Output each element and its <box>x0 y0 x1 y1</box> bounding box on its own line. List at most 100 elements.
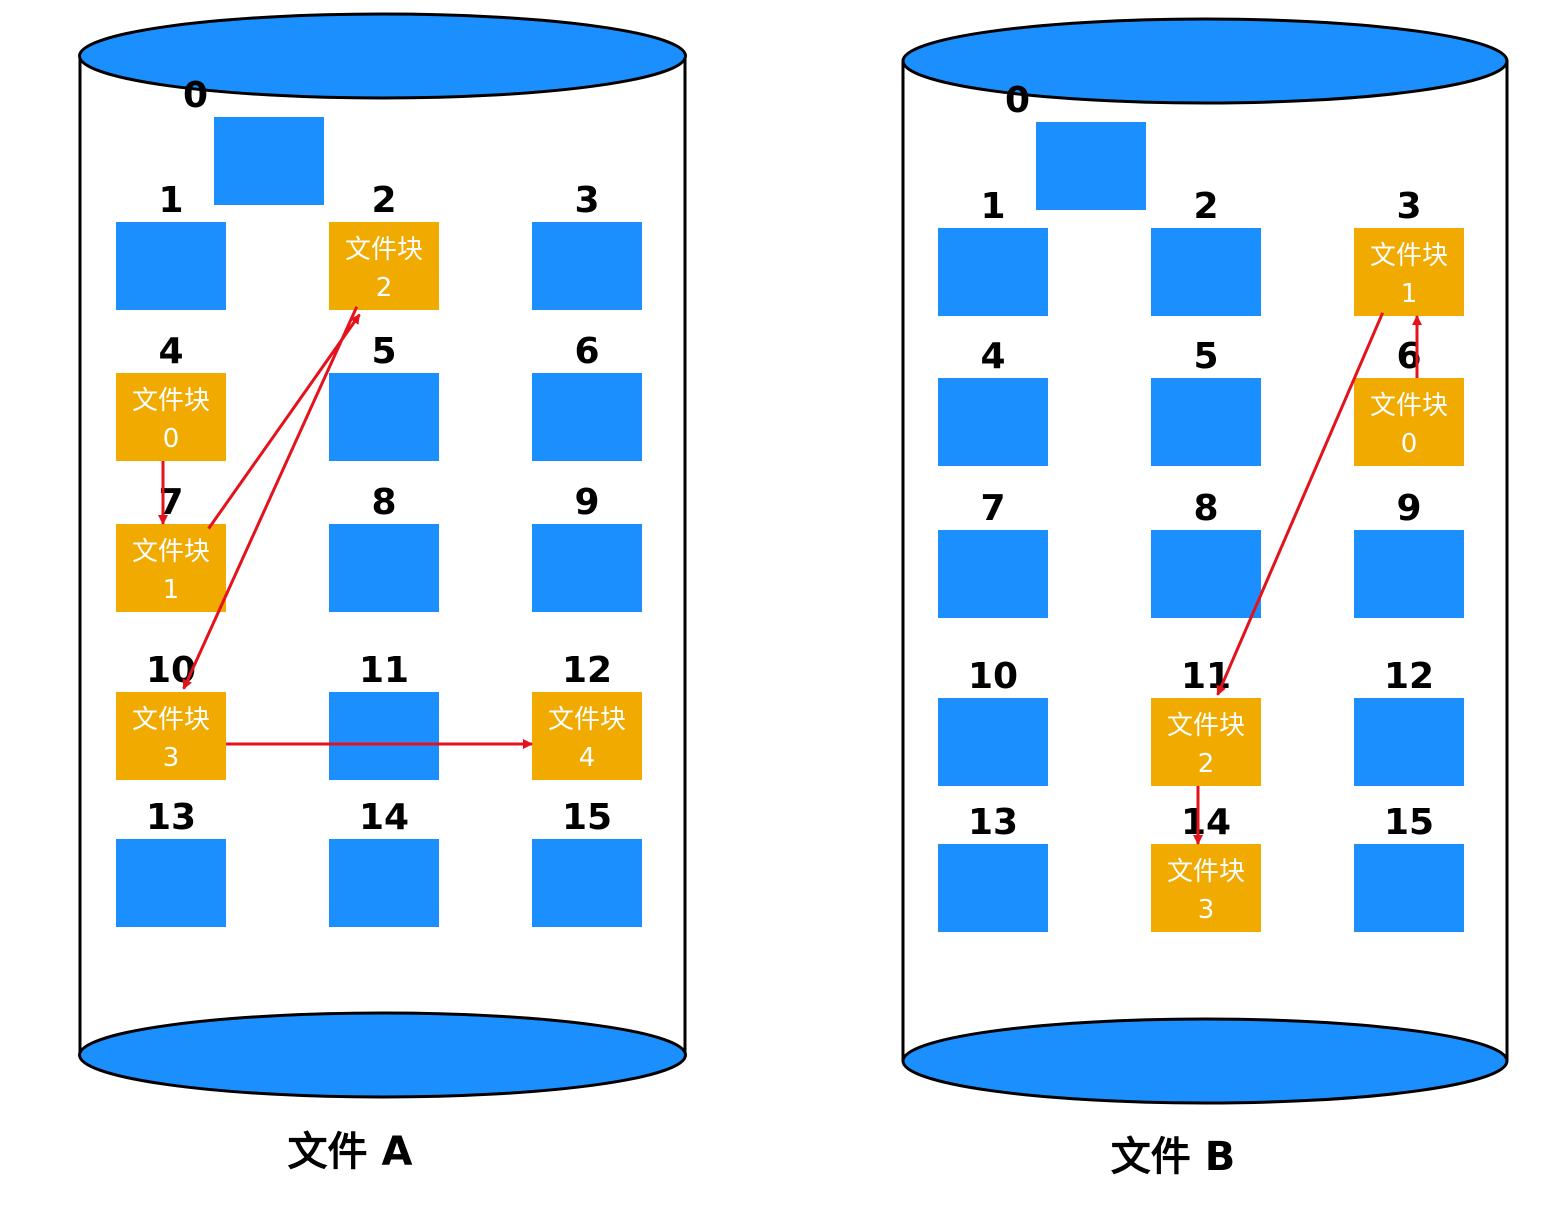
block-index-label: 5 <box>371 331 396 372</box>
disk-block-7: 7 <box>938 488 1048 618</box>
disk-block-1: 1 <box>938 186 1048 316</box>
link-arrow-7-to-2 <box>207 313 361 530</box>
free-block-rect <box>1354 530 1464 618</box>
file-block-part-number: 3 <box>1198 895 1215 925</box>
file-block-rect <box>116 373 226 461</box>
file-block-part-number: 0 <box>163 424 180 454</box>
file-block-rect <box>329 222 439 310</box>
disk-top-cap <box>78 12 687 100</box>
file-block-label: 文件块 <box>548 705 626 735</box>
link-arrow-2-to-10 <box>182 306 359 690</box>
file-block-part-number: 1 <box>1401 279 1418 309</box>
disk-block-6: 6 <box>532 331 642 461</box>
free-block-rect <box>214 117 324 205</box>
block-index-label: 10 <box>968 656 1018 697</box>
free-block-rect <box>329 524 439 612</box>
free-block-rect <box>1354 844 1464 932</box>
disk-block-8: 8 <box>1151 488 1261 618</box>
block-index-label: 5 <box>1193 336 1218 377</box>
file-block-label: 文件块 <box>132 537 210 567</box>
free-block-rect <box>938 844 1048 932</box>
file-block-rect <box>1151 698 1261 786</box>
file-block-part-number: 3 <box>163 743 180 773</box>
file-block-part-number: 2 <box>1198 749 1215 779</box>
file-block-part-number: 1 <box>163 575 180 605</box>
block-index-label: 3 <box>1396 186 1421 227</box>
block-index-label: 7 <box>980 488 1005 529</box>
disk-caption: 文件 B <box>1111 1134 1235 1180</box>
free-block-rect <box>938 530 1048 618</box>
block-index-label: 4 <box>980 336 1005 377</box>
block-index-label: 9 <box>1396 488 1421 529</box>
block-index-label: 3 <box>574 180 599 221</box>
block-index-label: 1 <box>158 180 183 221</box>
file-block-part-number: 2 <box>376 273 393 303</box>
block-index-label: 13 <box>968 802 1018 843</box>
free-block-rect <box>532 373 642 461</box>
block-index-label: 4 <box>158 331 183 372</box>
free-block-rect <box>329 373 439 461</box>
free-block-rect <box>532 524 642 612</box>
block-index-label: 2 <box>1193 186 1218 227</box>
free-block-rect <box>1036 122 1146 210</box>
block-index-label: 12 <box>1384 656 1434 697</box>
disk-block-10: 10 <box>938 656 1048 786</box>
block-index-label: 8 <box>1193 488 1218 529</box>
disk-block-15: 15 <box>1354 802 1464 932</box>
disk-block-11: 11 <box>329 650 439 780</box>
disk-block-15: 15 <box>532 797 642 927</box>
block-index-label: 2 <box>371 180 396 221</box>
disk-block-12: 12 <box>1354 656 1464 786</box>
link-arrow-3-to-11 <box>1216 312 1385 696</box>
disk-block-9: 9 <box>532 482 642 612</box>
block-index-label: 10 <box>146 650 196 691</box>
block-index-label: 0 <box>1005 80 1030 121</box>
disk-block-4: 4 <box>938 336 1048 466</box>
file-block-label: 文件块 <box>1370 241 1448 271</box>
disk-caption: 文件 A <box>288 1129 413 1175</box>
free-block-rect <box>938 378 1048 466</box>
disk-block-3: 3 文件块 1 <box>1354 186 1464 316</box>
file-block-part-number: 0 <box>1401 429 1418 459</box>
free-block-rect <box>1151 228 1261 316</box>
disk-block-14: 14 <box>329 797 439 927</box>
disk-block-9: 9 <box>1354 488 1464 618</box>
disk-block-5: 5 <box>1151 336 1261 466</box>
free-block-rect <box>116 839 226 927</box>
free-block-rect <box>116 222 226 310</box>
free-block-rect <box>1354 698 1464 786</box>
block-index-label: 14 <box>1181 802 1231 843</box>
disk-block-0: 0 <box>1005 80 1146 210</box>
file-block-label: 文件块 <box>1370 391 1448 421</box>
file-block-label: 文件块 <box>1167 711 1245 741</box>
disk-top-cap <box>901 17 1509 105</box>
free-block-rect <box>1151 378 1261 466</box>
block-index-label: 13 <box>146 797 196 838</box>
disk-block-14: 14 文件块 3 <box>1151 802 1261 932</box>
disk-block-0: 0 <box>183 75 324 205</box>
file-block-rect <box>116 524 226 612</box>
block-index-label: 9 <box>574 482 599 523</box>
block-index-label: 11 <box>359 650 409 691</box>
disk-bottom-cap <box>901 1017 1509 1105</box>
block-index-label: 12 <box>562 650 612 691</box>
disk-block-2: 2 <box>1151 186 1261 316</box>
block-index-label: 1 <box>980 186 1005 227</box>
file-block-rect <box>1151 844 1261 932</box>
free-block-rect <box>329 692 439 780</box>
disk-block-8: 8 <box>329 482 439 612</box>
free-block-rect <box>938 228 1048 316</box>
free-block-rect <box>532 222 642 310</box>
file-block-label: 文件块 <box>345 235 423 265</box>
file-block-rect <box>1354 378 1464 466</box>
file-block-rect <box>532 692 642 780</box>
disk-block-2: 2 文件块 2 <box>329 180 439 310</box>
file-block-label: 文件块 <box>1167 857 1245 887</box>
